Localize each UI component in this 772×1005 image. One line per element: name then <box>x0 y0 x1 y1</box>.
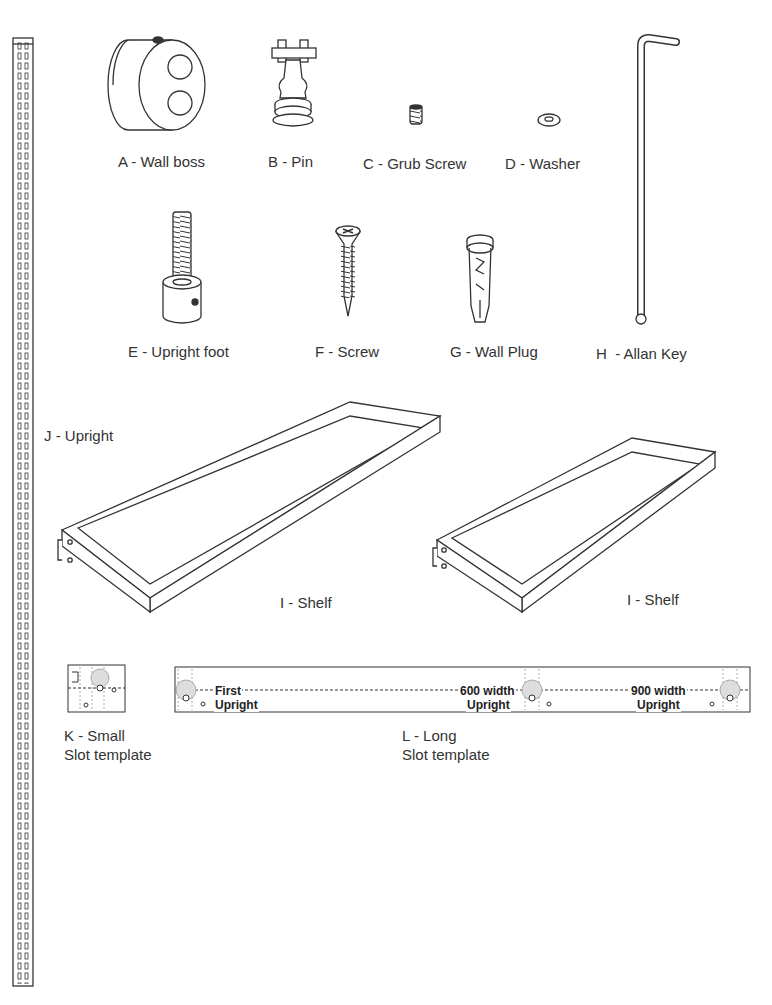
washer <box>538 114 560 126</box>
long-slot-template <box>175 667 750 712</box>
shelf <box>58 402 440 612</box>
part-label: G - Wall Plug <box>450 343 538 361</box>
template-text: Upright <box>466 698 511 712</box>
allan-key <box>636 38 676 324</box>
upright <box>13 38 33 986</box>
wall-plug <box>467 235 493 322</box>
screw <box>336 226 360 316</box>
template-text: 900 width <box>630 684 687 698</box>
part-label: A - Wall boss <box>118 153 205 171</box>
part-label: I - Shelf <box>627 591 679 609</box>
part-label: C - Grub Screw <box>363 155 466 173</box>
part-label: J - Upright <box>44 427 113 445</box>
small-slot-template <box>68 665 125 712</box>
shelf <box>433 438 715 612</box>
wall-boss <box>108 37 205 130</box>
part-label: B - Pin <box>268 153 313 171</box>
pin <box>272 40 316 126</box>
part-label: K - Small <box>64 727 125 745</box>
grub-screw <box>410 105 422 124</box>
part-label: F - Screw <box>315 343 379 361</box>
upright-foot <box>163 212 201 323</box>
part-label: E - Upright foot <box>128 343 229 361</box>
part-label: Slot template <box>64 746 152 764</box>
template-text: Upright <box>636 698 681 712</box>
template-text: Upright <box>214 698 259 712</box>
part-label: L - Long <box>402 727 457 745</box>
part-label: H - Allan Key <box>596 345 687 363</box>
part-label: I - Shelf <box>280 594 332 612</box>
template-text: First <box>214 684 242 698</box>
part-label: D - Washer <box>505 155 580 173</box>
part-label: Slot template <box>402 746 490 764</box>
template-text: 600 width <box>459 684 516 698</box>
